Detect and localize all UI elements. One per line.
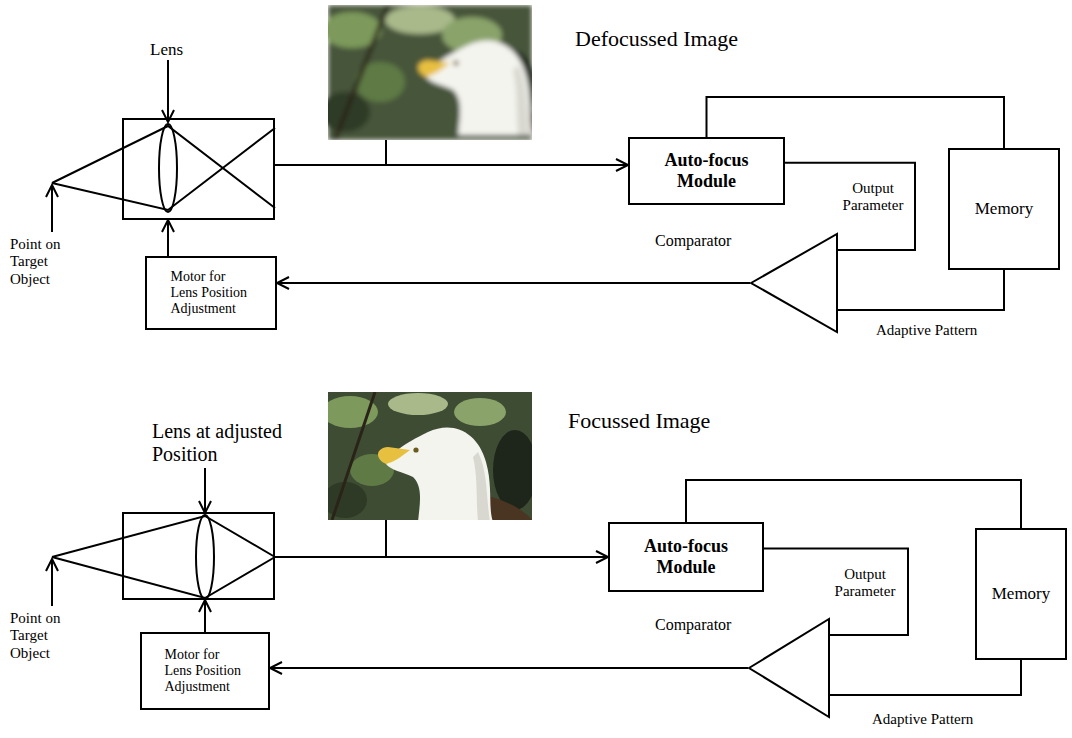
box-label: Motor for Lens Position Adjustment	[165, 647, 246, 695]
leaf	[454, 398, 506, 426]
shape-heading: Lens at adjusted Position	[152, 420, 302, 466]
connector-line	[686, 480, 1021, 528]
arrow-head	[162, 110, 174, 122]
box-label: Motor for Lens Position Adjustment	[171, 269, 252, 317]
signal-connector	[162, 220, 174, 256]
memory-box: Memory	[975, 528, 1067, 660]
connector-line	[764, 549, 908, 635]
shape-heading: Lens	[150, 40, 183, 60]
optics-bottom	[46, 468, 386, 606]
leader-arrow	[204, 468, 206, 513]
light-ray	[52, 516, 275, 557]
light-ray	[52, 128, 275, 210]
image-tap	[385, 520, 387, 557]
connector-line	[277, 282, 750, 284]
signal-connector	[275, 159, 628, 171]
shape-heading: Comparator	[655, 232, 731, 250]
box-label: Memory	[992, 584, 1051, 604]
branch	[332, 392, 375, 520]
caption-label: Point on Target Object	[10, 236, 85, 288]
signal-connector	[838, 270, 1004, 310]
arrow-head	[162, 220, 174, 232]
arrow-head	[270, 662, 282, 674]
arrow-head	[277, 277, 289, 289]
defocused-photo	[328, 5, 532, 140]
motor-box: Motor for Lens Position Adjustment	[145, 256, 277, 330]
process-box: Auto-focus Module	[628, 137, 785, 205]
connector-line	[785, 163, 915, 250]
arrow-head	[596, 551, 608, 563]
image-tap	[385, 140, 387, 165]
connector-line	[838, 270, 1004, 310]
connector-line	[270, 667, 748, 669]
signal-connector	[830, 660, 1021, 695]
signal-connector	[199, 600, 211, 632]
lens-housing: Lens	[122, 118, 275, 220]
caption-label: Defocussed Image	[575, 26, 738, 51]
caption-label: Focussed Image	[568, 408, 710, 433]
lens-symbol	[196, 515, 214, 599]
eagle-figure	[418, 40, 532, 135]
signal-connector	[270, 662, 748, 674]
comparator-shape	[750, 233, 838, 333]
light-ray	[52, 557, 275, 598]
signal-label: Adaptive Pattern	[876, 322, 977, 339]
lens-symbol	[159, 124, 177, 212]
connector-line	[830, 660, 1021, 695]
signal-label: Output Parameter	[840, 180, 906, 215]
eagle-figure	[378, 427, 532, 520]
connector-line	[204, 600, 206, 632]
comparator-triangle: Comparator	[750, 233, 838, 333]
signal-label: Adaptive Pattern	[872, 711, 973, 728]
light-ray	[52, 126, 275, 208]
memory-box: Memory	[948, 148, 1060, 270]
signal-connector	[785, 163, 915, 250]
target-arrow	[51, 185, 53, 232]
lens-housing: Lens at adjusted Position	[122, 512, 275, 600]
box-label: Memory	[975, 199, 1034, 219]
arrow-head	[199, 600, 211, 612]
signal-label: Output Parameter	[832, 566, 898, 601]
connector-line	[275, 556, 608, 558]
shape-heading: Comparator	[655, 616, 731, 634]
connector-line	[275, 164, 628, 166]
arrow-head	[46, 185, 58, 197]
branch	[335, 5, 388, 140]
leaf	[388, 393, 448, 415]
signal-connector	[686, 480, 1021, 528]
comparator-triangle: Comparator	[748, 618, 830, 718]
leader-arrow	[167, 60, 169, 122]
comparator-outline	[751, 234, 837, 332]
signal-connector	[277, 277, 750, 289]
process-box: Auto-focus Module	[608, 522, 764, 592]
box-label: Auto-focus Module	[637, 150, 776, 191]
arrow-head	[46, 559, 58, 571]
signal-connector	[764, 549, 908, 635]
box-label: Auto-focus Module	[617, 536, 755, 577]
caption-label: Point on Target Object	[10, 610, 85, 662]
comparator-shape	[748, 618, 830, 718]
motor-box: Motor for Lens Position Adjustment	[140, 632, 270, 710]
signal-connector	[275, 551, 608, 563]
comparator-outline	[749, 619, 829, 717]
leaf	[328, 92, 370, 132]
arrow-head	[616, 159, 628, 171]
optics-top	[46, 60, 386, 232]
target-arrow	[51, 559, 53, 606]
connector-line	[167, 220, 169, 256]
leaf	[493, 430, 532, 510]
blurred-scene	[328, 5, 532, 140]
focused-photo	[328, 392, 532, 520]
